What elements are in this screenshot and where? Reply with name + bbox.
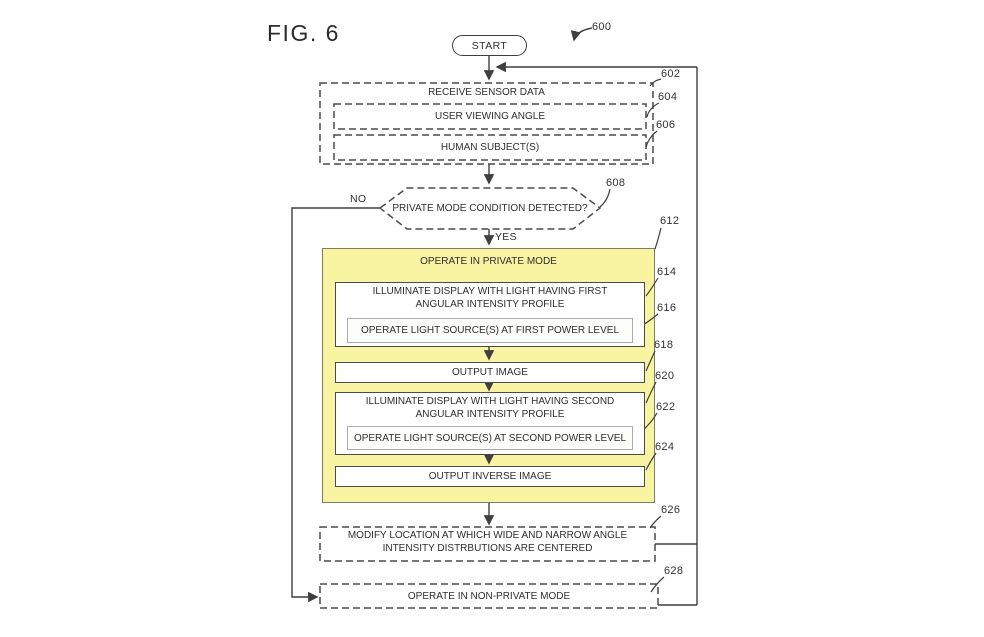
leader-608	[599, 188, 611, 208]
ref-604: 604	[658, 91, 678, 103]
leader-620	[645, 381, 657, 404]
step-614-label: ILLUMINATE DISPLAY WITH LIGHT HAVING FIR…	[372, 286, 608, 310]
decision-608-label: PRIVATE MODE CONDITION DETECTED?	[392, 203, 588, 214]
step-616-label: OPERATE LIGHT SOURCE(S) AT FIRST POWER L…	[360, 325, 620, 336]
step-624-label: OUTPUT INVERSE IMAGE	[428, 471, 552, 482]
arrow-ref-600	[570, 27, 593, 42]
start-label: START	[471, 39, 508, 52]
step-602-label: RECEIVE SENSOR DATA	[428, 87, 545, 98]
step-606-label: HUMAN SUBJECT(S)	[440, 142, 540, 153]
ref-626: 626	[661, 504, 681, 516]
ref-620: 620	[655, 370, 675, 382]
step-618-output-image: OUTPUT IMAGE	[335, 362, 645, 383]
leader-618	[645, 350, 656, 372]
figure-title: FIG. 6	[267, 20, 340, 46]
leader-604	[646, 102, 660, 118]
leader-628	[650, 576, 665, 593]
step-628-label: OPERATE IN NON-PRIVATE MODE	[407, 590, 571, 602]
step-616-first-power-level: OPERATE LIGHT SOURCE(S) AT FIRST POWER L…	[347, 318, 633, 343]
ref-608: 608	[606, 177, 626, 189]
leader-624	[645, 452, 657, 471]
leader-612	[654, 227, 662, 250]
ref-618: 618	[654, 339, 674, 351]
leader-602	[649, 78, 662, 87]
ref-616: 616	[657, 302, 677, 314]
dashed-box-604	[333, 103, 647, 130]
ref-612: 612	[660, 215, 680, 227]
ref-624: 624	[655, 441, 675, 453]
no-branch-label: NO	[350, 193, 367, 205]
step-618-label: OUTPUT IMAGE	[452, 367, 528, 378]
dashed-box-628	[319, 583, 659, 609]
ref-628: 628	[664, 565, 684, 577]
ref-606: 606	[656, 119, 676, 131]
ref-600: 600	[592, 21, 612, 33]
ref-622: 622	[656, 401, 676, 413]
ref-602: 602	[661, 68, 681, 80]
dashed-box-606	[333, 134, 647, 161]
dashed-box-626	[319, 526, 656, 562]
step-624-output-inverse-image: OUTPUT INVERSE IMAGE	[335, 466, 645, 487]
arrow-no-path	[291, 207, 380, 603]
step-626-label: MODIFY LOCATION AT WHICH WIDE AND NARROW…	[347, 530, 628, 554]
ref-614: 614	[657, 266, 677, 278]
leader-606	[645, 130, 658, 148]
step-620-label: ILLUMINATE DISPLAY WITH LIGHT HAVING SEC…	[365, 396, 615, 420]
leader-614	[645, 277, 659, 297]
step-622-label: OPERATE LIGHT SOURCE(S) AT SECOND POWER …	[353, 432, 627, 444]
step-612-label: OPERATE IN PRIVATE MODE	[420, 256, 557, 267]
step-626-modify-location: MODIFY LOCATION AT WHICH WIDE AND NARROW…	[322, 527, 653, 561]
start-terminal: START	[452, 35, 527, 56]
dashed-hexagon-608	[378, 187, 602, 230]
step-622-second-power-level: OPERATE LIGHT SOURCE(S) AT SECOND POWER …	[347, 426, 633, 450]
step-604-label: USER VIEWING ANGLE	[434, 111, 546, 122]
yes-branch-label: YES	[495, 231, 517, 243]
leader-626	[649, 515, 662, 529]
dashed-box-602	[319, 82, 654, 165]
